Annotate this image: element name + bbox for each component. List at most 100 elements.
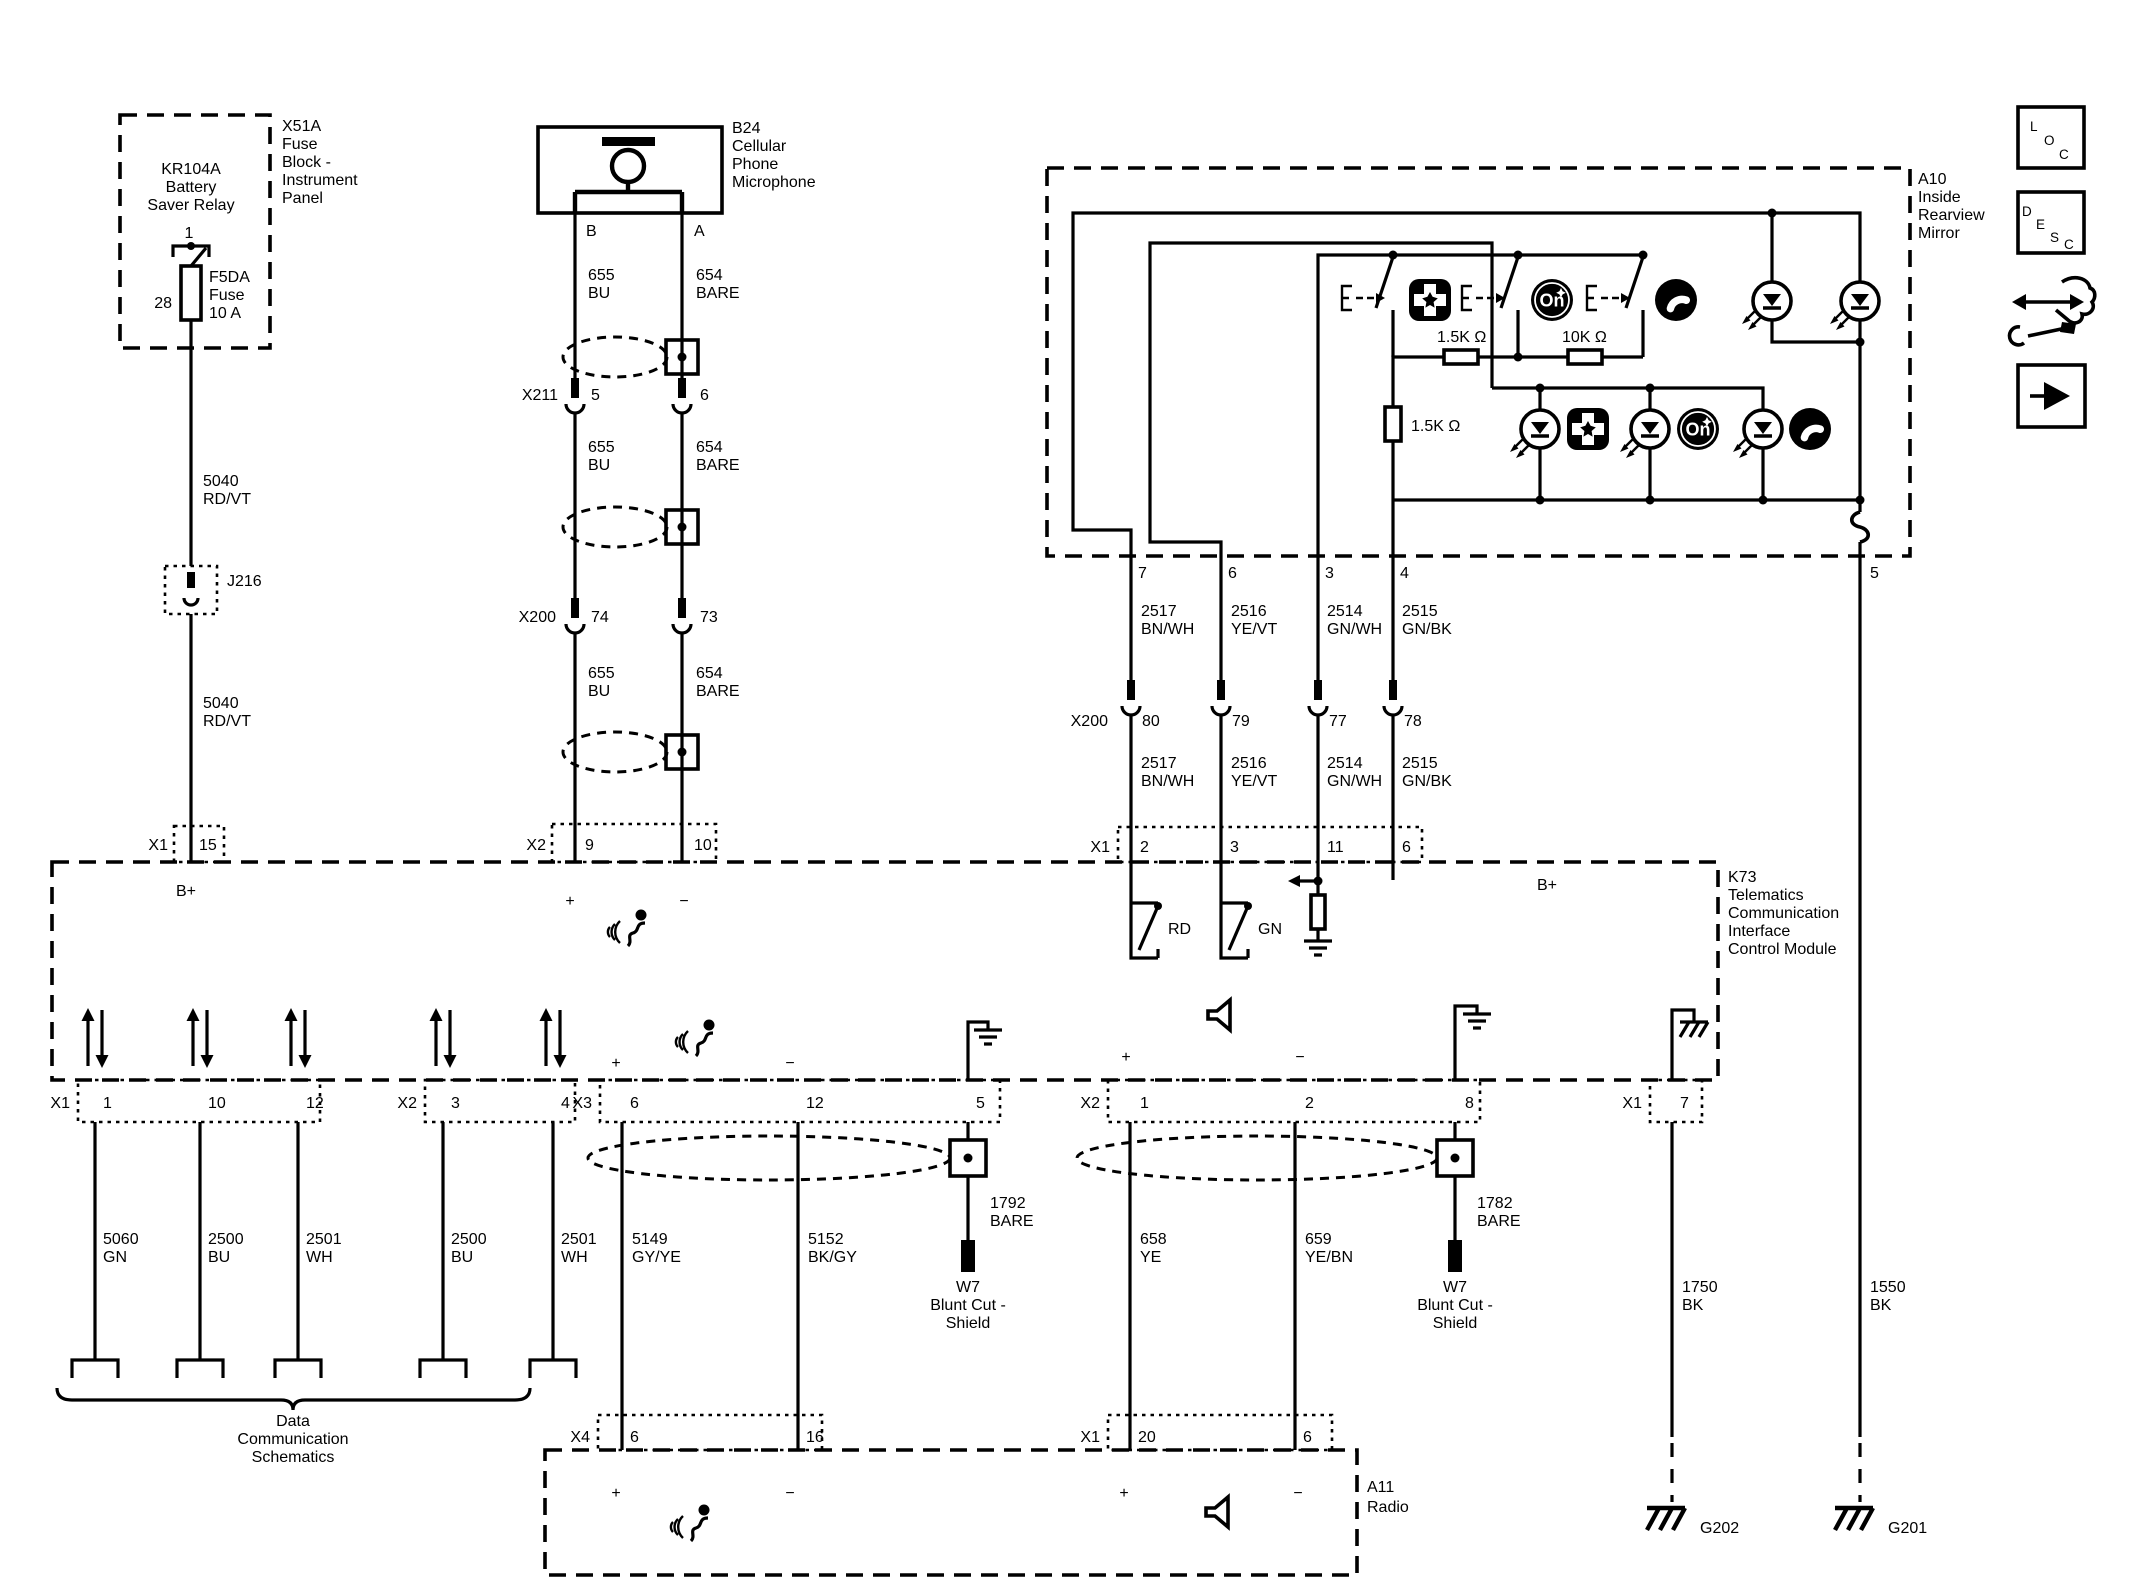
wire-2514-color: GN/WH: [1327, 621, 1382, 638]
speaker-icon: [1204, 1495, 1230, 1529]
mic-audio-pair: 5149 GY/YE 5152 BK/GY 1792 BARE W7 Blunt…: [586, 1122, 1034, 1450]
wire-5040-circuit: 5040: [203, 473, 239, 490]
wire-655-color3: BU: [588, 683, 610, 700]
connector-x200-main-label: X200: [1071, 713, 1108, 730]
next-page-button[interactable]: [2016, 363, 2087, 429]
mirror-name-3: Mirror: [1918, 225, 1960, 242]
wire-2515-color2: GN/BK: [1402, 773, 1452, 790]
k73-pin-x2a-1: 1: [1140, 1095, 1149, 1112]
radio-pin-x1-20: 20: [1138, 1429, 1156, 1446]
mic-wires: 655 BU 654 BARE 655 BU 654 BARE 655 BU 6…: [519, 213, 740, 862]
ground-g202-label: G202: [1700, 1520, 1739, 1537]
fuse-id: F5DA: [209, 269, 250, 286]
location-view-button[interactable]: L O C: [2016, 105, 2086, 170]
wire-2517-color2: BN/WH: [1141, 773, 1194, 790]
mic-polarity-minus: −: [679, 893, 688, 910]
wire-5040: 5040 RD/VT 5040 RD/VT J216: [163, 320, 262, 862]
radio-x1-minus: −: [1293, 1485, 1302, 1502]
wire-5040-circuit2: 5040: [203, 695, 239, 712]
wire-655-color2: BU: [588, 457, 610, 474]
k73-id: K73: [1728, 869, 1757, 886]
wire-659-circuit: 659: [1305, 1231, 1332, 1248]
radio-x1-conn: X1: [1080, 1429, 1100, 1446]
wire-654-color3: BARE: [696, 683, 740, 700]
offpage-connector: [70, 1358, 120, 1380]
loc-letter-o: O: [2044, 133, 2055, 148]
w7-label-1: W7: [956, 1279, 980, 1296]
wire-2501b-circuit: 2501: [561, 1231, 597, 1248]
w7b-label-1: W7: [1443, 1279, 1467, 1296]
fuse-symbol: [179, 264, 203, 322]
connector-x211-label: X211: [522, 387, 558, 404]
k73-x2-mic-conn: X2: [526, 837, 546, 854]
k73-x1-data-conn: X1: [50, 1095, 70, 1112]
radio-pin-x4-16: 16: [806, 1429, 824, 1446]
desc-letter-c: C: [2064, 237, 2074, 252]
data-bus: 5060 GN 2500 BU 2501 WH 2500 BU 2501 WH …: [55, 1122, 597, 1466]
wire-5060-circuit: 5060: [103, 1231, 139, 1248]
loc-letter-l: L: [2030, 119, 2038, 134]
wire-2516-color: YE/VT: [1231, 621, 1277, 638]
wire-2517-circuit2: 2517: [1141, 755, 1177, 772]
x200-pin-79: 79: [1232, 713, 1250, 730]
led-icon: [1830, 282, 1879, 330]
wire-2500-circuit: 2500: [208, 1231, 244, 1248]
mirror-name-1: Inside: [1918, 189, 1961, 206]
microphone-b24: B24 Cellular Phone Microphone B A: [536, 120, 816, 240]
wire-2516-circuit: 2516: [1231, 603, 1267, 620]
internal-ground-x2-8: [1453, 1004, 1493, 1080]
module-k73: K73 Telematics Communication Interface C…: [50, 822, 1839, 1082]
mic-name-2: Phone: [732, 156, 778, 173]
mic-pin-b: B: [586, 223, 597, 240]
k73-pin-x2a-8: 8: [1465, 1095, 1474, 1112]
k73-x1-power-pin: 15: [199, 837, 217, 854]
wire-1550-color: BK: [1870, 1297, 1892, 1314]
shield-symbol: [561, 335, 700, 379]
mic-name-1: Cellular: [732, 138, 787, 155]
wire-655-circuit2: 655: [588, 439, 615, 456]
k73-x3-conn: X3: [572, 1095, 592, 1112]
radio-pin-x1-6: 6: [1303, 1429, 1312, 1446]
wire-5149-color: GY/YE: [632, 1249, 681, 1266]
wire-659-color: YE/BN: [1305, 1249, 1353, 1266]
description-view-button[interactable]: D E S C: [2016, 190, 2086, 255]
x200-pin-74: 74: [591, 609, 609, 626]
wire-2500-color: BU: [208, 1249, 230, 1266]
switch-sense-circuit: [1288, 875, 1334, 957]
wire-1792-circuit: 1792: [990, 1195, 1026, 1212]
k73-pin-6: 6: [1402, 839, 1411, 856]
x2a-plus: +: [1121, 1049, 1130, 1066]
mirror-pin-3: 3: [1325, 565, 1334, 582]
sos-indicator-icon: [1567, 408, 1609, 450]
radio-a11: A11 Radio X4 6 16 X1 20 6 + − + −: [543, 1413, 1409, 1577]
mirror-pin-4: 4: [1400, 565, 1409, 582]
mic-id: B24: [732, 120, 761, 137]
resistor-1-value: 1.5K Ω: [1437, 329, 1486, 346]
driver-green-label: GN: [1258, 921, 1282, 938]
k73-x1-power-net: B+: [176, 883, 196, 900]
k73-pin-x1-7: 7: [1680, 1095, 1689, 1112]
wire-2515-circuit: 2515: [1402, 603, 1438, 620]
relay-pin-top: 1: [185, 225, 194, 242]
fuse-block-name-4: Panel: [282, 190, 323, 207]
w7b-label-2: Blunt Cut -: [1417, 1297, 1493, 1314]
relay-contact-symbol: [171, 242, 211, 268]
k73-name-3: Interface: [1728, 923, 1790, 940]
wire-2501-color: WH: [306, 1249, 333, 1266]
radio-x1-plus: +: [1119, 1485, 1128, 1502]
onstar-button-icon: [1530, 278, 1574, 322]
mic-name-3: Microphone: [732, 174, 816, 191]
radio-x4-minus: −: [785, 1485, 794, 1502]
diagnostic-tool-button[interactable]: [2007, 275, 2097, 347]
wire-654-color: BARE: [696, 285, 740, 302]
wire-5149-circuit: 5149: [632, 1231, 668, 1248]
wire-1782-color: BARE: [1477, 1213, 1521, 1230]
voice-icon: [606, 907, 649, 948]
switch-onstar: [1460, 250, 1523, 362]
k73-name-4: Control Module: [1728, 941, 1837, 958]
wire-2501-circuit: 2501: [306, 1231, 342, 1248]
mirror-name-2: Rearview: [1918, 207, 1985, 224]
x211-pin-5: 5: [591, 387, 600, 404]
w7-label-2: Blunt Cut -: [930, 1297, 1006, 1314]
